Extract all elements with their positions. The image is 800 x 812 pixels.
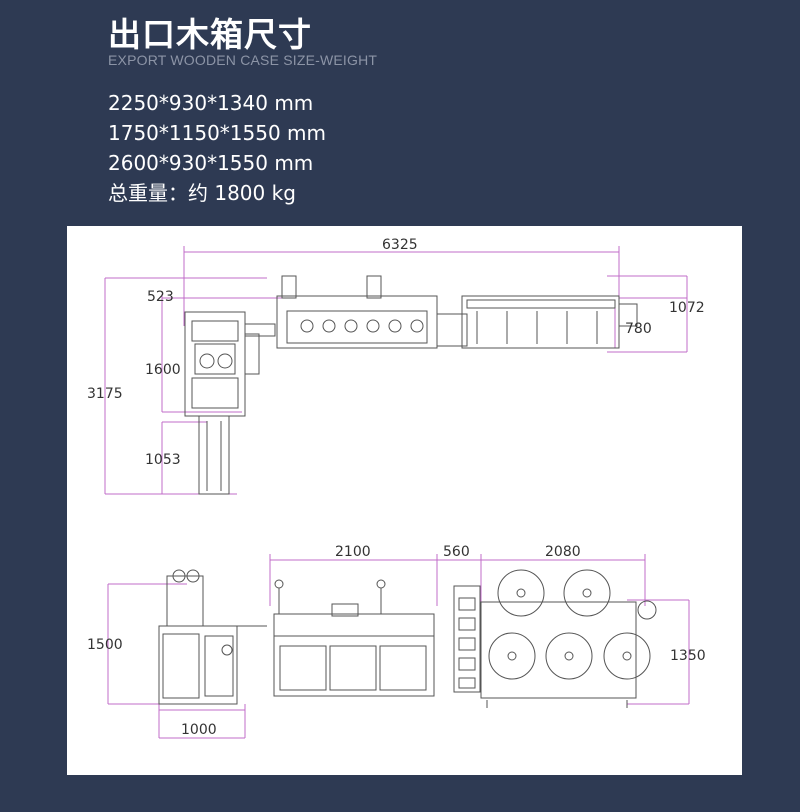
dim-1000: 1000 [181, 722, 217, 738]
dim-2080: 2080 [545, 544, 581, 560]
dim-780: 780 [625, 321, 652, 337]
dim-1600: 1600 [145, 362, 181, 378]
dim-1072: 1072 [669, 300, 705, 316]
dim-1350: 1350 [670, 648, 706, 664]
dim-1053: 1053 [145, 452, 181, 468]
top-view-dimension-lines [104, 246, 688, 495]
dim-560: 560 [443, 544, 470, 560]
dim-1500: 1500 [87, 637, 123, 653]
page-subtitle: EXPORT WOODEN CASE SIZE-WEIGHT [108, 52, 378, 68]
top-view-machine [184, 275, 638, 495]
dim-6325: 6325 [382, 237, 418, 253]
side-view-machine [158, 569, 657, 708]
side-view: 2100 560 2080 1500 1350 1000 [87, 544, 706, 739]
total-weight: 总重量：约 1800 kg [108, 181, 296, 205]
case-size-1: 2250*930*1340 mm [108, 91, 314, 115]
side-view-dimension-lines [107, 554, 690, 739]
page-title: 出口木箱尺寸 [108, 15, 312, 54]
case-size-2: 1750*1150*1550 mm [108, 121, 327, 145]
case-size-list: 2250*930*1340 mm 1750*1150*1550 mm 2600*… [108, 88, 326, 208]
machine-drawing: 6325 523 1072 780 1600 3175 1053 [87, 237, 706, 739]
top-view: 6325 523 1072 780 1600 3175 1053 [87, 237, 705, 495]
case-size-3: 2600*930*1550 mm [108, 151, 314, 175]
dim-2100: 2100 [335, 544, 371, 560]
dim-523: 523 [147, 289, 174, 305]
drawing-panel: 6325 523 1072 780 1600 3175 1053 [67, 226, 742, 775]
dim-3175: 3175 [87, 386, 123, 402]
